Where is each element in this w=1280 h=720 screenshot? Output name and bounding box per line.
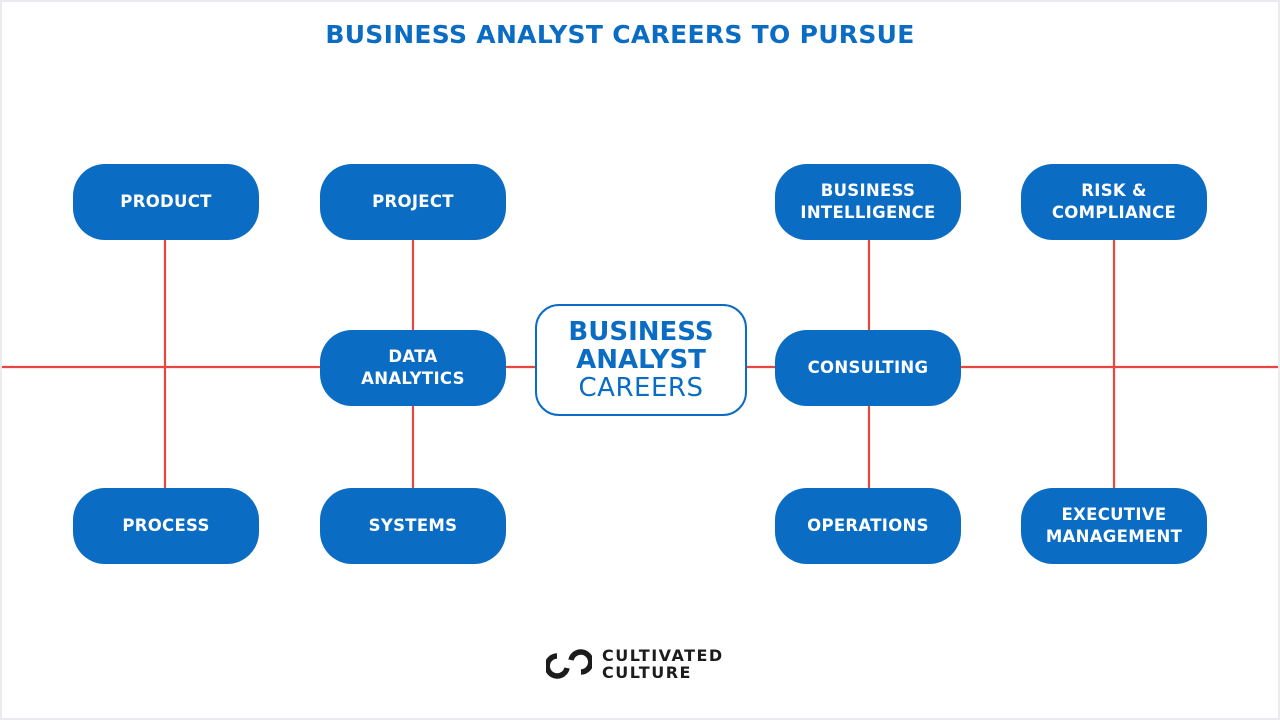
node-data-analytics: DATA ANALYTICS xyxy=(320,330,506,406)
center-title-line-1: BUSINESS xyxy=(568,317,714,347)
node-project-label: PROJECT xyxy=(372,192,454,211)
node-executive-management-label: EXECUTIVE MANAGEMENT xyxy=(1045,505,1183,546)
node-systems: SYSTEMS xyxy=(320,488,506,564)
linked-arcs-icon xyxy=(546,649,592,679)
brand-logo: CULTIVATED CULTURE xyxy=(546,647,724,681)
node-product: PRODUCT xyxy=(73,164,259,240)
node-data-analytics-label: DATA ANALYTICS xyxy=(361,347,465,388)
node-business-intelligence: BUSINESS INTELLIGENCE xyxy=(775,164,961,240)
node-risk-compliance: RISK & COMPLIANCE xyxy=(1021,164,1207,240)
node-process-label: PROCESS xyxy=(122,516,210,535)
center-title-line-3: CAREERS xyxy=(578,373,704,403)
node-executive-management: EXECUTIVE MANAGEMENT xyxy=(1021,488,1207,564)
center-node: BUSINESS ANALYST CAREERS xyxy=(535,304,747,416)
node-systems-label: SYSTEMS xyxy=(368,516,458,535)
center-title-line-2: ANALYST xyxy=(576,345,706,375)
node-risk-compliance-label: RISK & COMPLIANCE xyxy=(1051,181,1177,222)
node-operations: OPERATIONS xyxy=(775,488,961,564)
page-title: BUSINESS ANALYST CAREERS TO PURSUE xyxy=(325,20,915,49)
node-business-intelligence-label: BUSINESS INTELLIGENCE xyxy=(800,181,936,222)
node-product-label: PRODUCT xyxy=(120,192,212,211)
node-consulting-label: CONSULTING xyxy=(807,358,929,377)
brand-name: CULTIVATED CULTURE xyxy=(602,646,724,682)
node-process: PROCESS xyxy=(73,488,259,564)
node-consulting: CONSULTING xyxy=(775,330,961,406)
node-project: PROJECT xyxy=(320,164,506,240)
node-operations-label: OPERATIONS xyxy=(807,516,929,535)
